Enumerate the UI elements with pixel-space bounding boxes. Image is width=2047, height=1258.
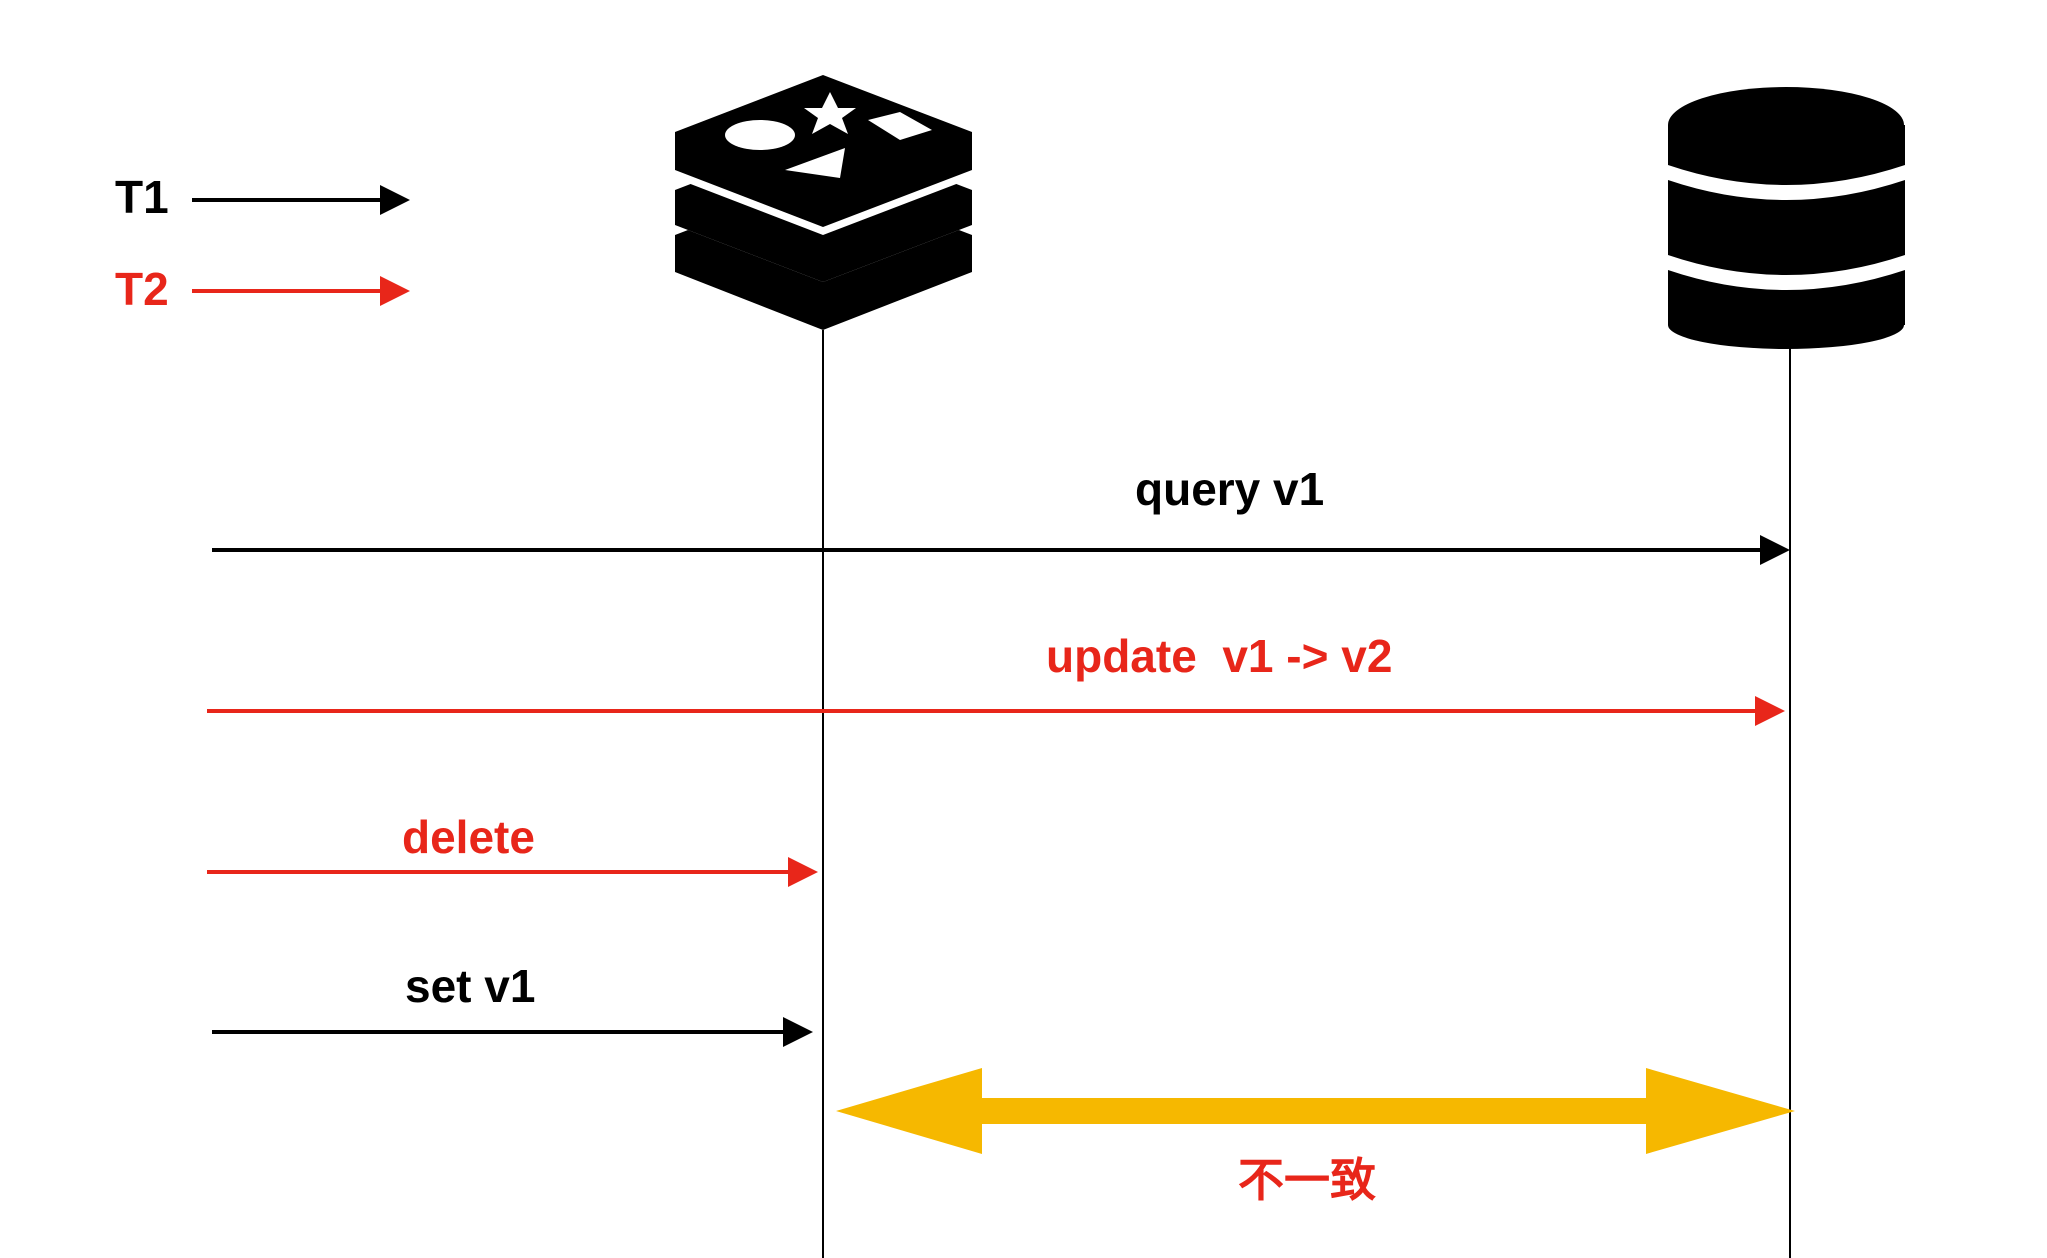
legend-t2-arrowhead — [380, 276, 410, 306]
message-query: query v1 — [212, 463, 1790, 565]
legend-t1-label: T1 — [115, 171, 169, 223]
message-delete: delete — [207, 811, 818, 887]
message-set-label: set v1 — [405, 960, 535, 1012]
message-update-label: update v1 -> v2 — [1046, 630, 1392, 682]
message-delete-label: delete — [402, 811, 535, 863]
inconsistency-arrow: 不一致 — [836, 1068, 1795, 1207]
message-set-arrowhead — [783, 1017, 813, 1047]
database-icon — [1668, 87, 1905, 349]
message-delete-arrowhead — [788, 857, 818, 887]
message-update: update v1 -> v2 — [207, 630, 1785, 726]
inconsistency-double-arrow — [836, 1068, 1795, 1154]
message-set: set v1 — [212, 960, 813, 1047]
legend: T1 T2 — [115, 171, 410, 315]
message-query-label: query v1 — [1135, 463, 1324, 515]
legend-t2-label: T2 — [115, 263, 169, 315]
redis-icon — [675, 75, 972, 330]
inconsistency-label: 不一致 — [1238, 1153, 1376, 1207]
legend-t1-arrowhead — [380, 185, 410, 215]
message-query-arrowhead — [1760, 535, 1790, 565]
message-update-arrowhead — [1755, 696, 1785, 726]
